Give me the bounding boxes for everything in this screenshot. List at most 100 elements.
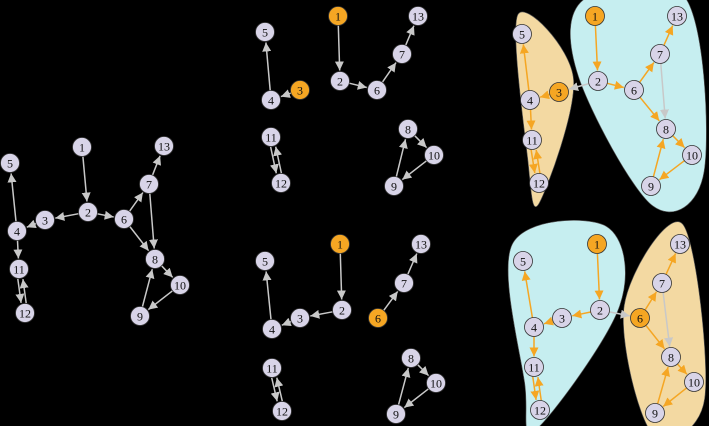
node-10: 10 — [426, 373, 446, 393]
node-label: 10 — [430, 377, 442, 391]
edge-1-2 — [334, 25, 344, 71]
edge-2-6 — [349, 80, 367, 90]
node-circle — [411, 234, 431, 254]
node-label: 12 — [275, 177, 287, 191]
node-11: 11 — [524, 357, 544, 377]
node-label: 8 — [152, 253, 158, 267]
node-7: 7 — [392, 44, 412, 64]
edge-9-8 — [397, 367, 411, 405]
edge-6-8 — [129, 226, 150, 252]
node-label: 6 — [121, 213, 127, 227]
node-circle — [549, 82, 569, 102]
node-circle — [552, 308, 572, 328]
node-circle — [9, 259, 29, 279]
node-label: 10 — [688, 376, 700, 390]
node-2: 2 — [332, 300, 352, 320]
node-circle — [408, 6, 428, 26]
node-label: 7 — [657, 48, 663, 62]
node-label: 13 — [415, 238, 427, 252]
node-circle — [684, 372, 704, 392]
node-3: 3 — [35, 210, 55, 230]
node-circle — [524, 317, 544, 337]
edge-3-4 — [539, 90, 551, 100]
node-label: 9 — [652, 407, 658, 421]
edge-8-10 — [417, 364, 430, 377]
node-5: 5 — [0, 153, 20, 173]
edge-10-9 — [401, 160, 427, 181]
node-4: 4 — [262, 319, 282, 339]
node-12: 12 — [529, 173, 549, 193]
edge-3-4 — [26, 219, 37, 229]
node-1: 1 — [587, 234, 607, 254]
node-circle — [398, 119, 418, 139]
cluster-region-right-cluster — [623, 221, 707, 426]
edge-1-2 — [592, 25, 602, 71]
edge-12-11 — [534, 376, 544, 401]
node-label: 11 — [266, 362, 278, 376]
node-4: 4 — [524, 317, 544, 337]
node-13: 13 — [408, 6, 428, 26]
node-label: 5 — [519, 28, 525, 42]
node-2: 2 — [590, 300, 610, 320]
edge-9-8 — [652, 139, 666, 177]
node-circle — [154, 136, 174, 156]
node-label: 4 — [14, 225, 20, 239]
node-circle — [332, 300, 352, 320]
node-circle — [513, 251, 533, 271]
node-label: 7 — [659, 277, 665, 291]
node-10: 10 — [684, 372, 704, 392]
node-circle — [114, 209, 134, 229]
node-9: 9 — [645, 403, 665, 423]
node-2: 2 — [330, 71, 350, 91]
node-8: 8 — [656, 119, 676, 139]
node-circle — [15, 303, 35, 323]
edge-4-5 — [7, 173, 17, 222]
node-circle — [384, 176, 404, 196]
node-label: 7 — [401, 277, 407, 291]
edge-12-11 — [273, 146, 283, 174]
node-circle — [255, 251, 275, 271]
node-circle — [670, 234, 690, 254]
node-5: 5 — [255, 251, 275, 271]
edge-2-3 — [55, 212, 79, 221]
node-circle — [328, 6, 348, 26]
node-label: 13 — [412, 10, 424, 24]
edge-2-6 — [609, 309, 630, 319]
node-circle — [290, 308, 310, 328]
node-label: 5 — [262, 255, 268, 269]
node-circle — [520, 90, 540, 110]
edge-11-12 — [15, 278, 25, 304]
node-12: 12 — [530, 400, 550, 420]
node-7: 7 — [650, 44, 670, 64]
node-6: 6 — [624, 80, 644, 100]
node-circle — [330, 234, 350, 254]
node-9: 9 — [130, 306, 150, 326]
node-2: 2 — [588, 71, 608, 91]
node-circle — [530, 400, 550, 420]
node-6: 6 — [367, 80, 387, 100]
edge-11-12 — [270, 377, 280, 402]
node-circle — [367, 80, 387, 100]
node-7: 7 — [139, 174, 159, 194]
edge-6-8 — [645, 324, 666, 350]
node-7: 7 — [652, 273, 672, 293]
node-circle — [512, 24, 532, 44]
node-label: 8 — [668, 351, 674, 365]
node-label: 5 — [520, 255, 526, 269]
node-circle — [261, 90, 281, 110]
node-7: 7 — [394, 273, 414, 293]
node-4: 4 — [261, 90, 281, 110]
node-circle — [682, 145, 702, 165]
node-circle — [262, 319, 282, 339]
node-6: 6 — [630, 308, 650, 328]
node-circle — [624, 80, 644, 100]
edge-9-8 — [395, 139, 408, 177]
node-label: 8 — [405, 123, 411, 137]
edge-4-5 — [519, 44, 530, 91]
node-11: 11 — [262, 358, 282, 378]
node-label: 12 — [534, 404, 546, 418]
node-13: 13 — [154, 136, 174, 156]
